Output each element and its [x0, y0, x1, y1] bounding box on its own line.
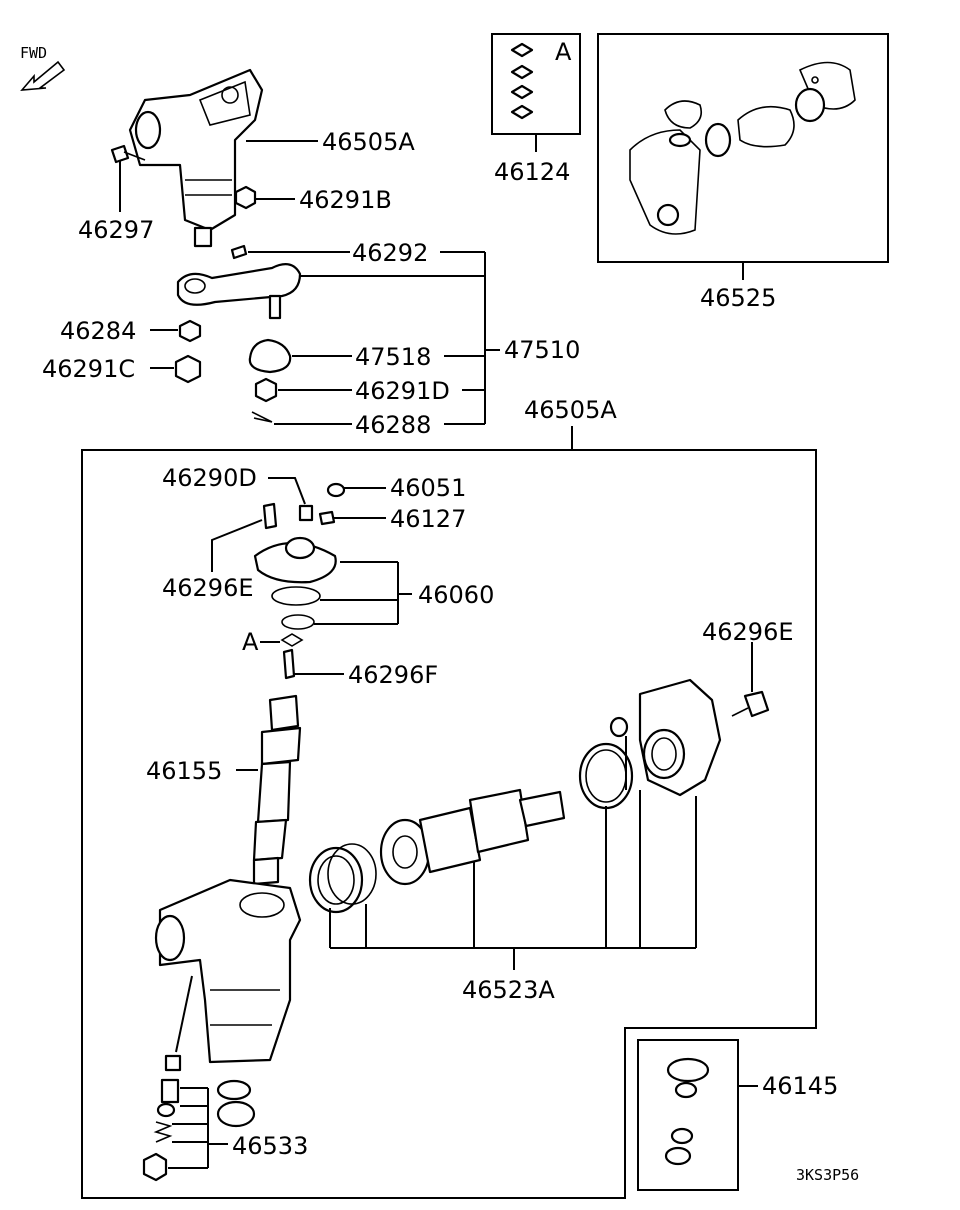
label-46291D: 46291D — [355, 377, 450, 405]
assembly-46505A-box — [81, 449, 817, 1199]
shims-46124-drawing — [510, 42, 534, 120]
label-46296F: 46296F — [348, 661, 438, 689]
label-46505A-box: 46505A — [524, 396, 617, 424]
gear-housing-lower-drawing — [154, 878, 302, 1064]
nut-46291C-drawing — [174, 354, 202, 384]
seal-kit-46145-drawing — [664, 1057, 710, 1166]
gasket-kit-46525-drawing — [629, 61, 856, 235]
bolt-46296E-right-drawing — [731, 690, 770, 718]
cover-46060-drawing — [253, 536, 337, 630]
label-47518: 47518 — [355, 343, 431, 371]
label-46060: 46060 — [418, 581, 494, 609]
fwd-label: FWD — [20, 44, 47, 62]
label-46296E-left: 46296E — [162, 574, 254, 602]
valve-housing-drawing — [638, 678, 722, 797]
nut-46291B-drawing — [234, 185, 257, 210]
pitman-arm-drawing — [176, 244, 302, 320]
washer-A-drawing — [280, 633, 304, 647]
label-46297: 46297 — [78, 216, 154, 244]
label-46127: 46127 — [390, 505, 466, 533]
boot-47518-drawing — [248, 338, 292, 374]
label-46296E-right: 46296E — [702, 618, 794, 646]
bolt-46296E-left-drawing — [262, 502, 278, 530]
plug-46290D-drawing — [298, 504, 314, 522]
bolt-46296F-drawing — [282, 648, 296, 680]
label-46291B: 46291B — [299, 186, 392, 214]
label-46155: 46155 — [146, 757, 222, 785]
label-46523A: 46523A — [462, 976, 555, 1004]
label-A: A — [242, 628, 259, 656]
kit-46145-box — [637, 1039, 739, 1191]
valve-parts-46533-drawing — [142, 1054, 256, 1182]
label-46525: 46525 — [700, 284, 776, 312]
cotter-pin-46288-drawing — [251, 411, 273, 423]
nut-46284-drawing — [178, 319, 202, 343]
sector-shaft-46155-drawing — [252, 694, 302, 886]
worm-assembly-46523A-drawing — [308, 716, 634, 914]
label-47510: 47510 — [504, 336, 580, 364]
label-46284: 46284 — [60, 317, 136, 345]
label-46124-A: A — [555, 38, 572, 66]
fwd-arrow-icon — [20, 60, 66, 91]
label-46290D: 46290D — [162, 464, 257, 492]
label-46288: 46288 — [355, 411, 431, 439]
kit-46525-box — [597, 33, 889, 263]
nipple-46127-drawing — [318, 510, 336, 526]
nut-46291D-drawing — [254, 377, 278, 403]
steering-gear-top-drawing — [110, 68, 264, 248]
label-46505A-top: 46505A — [322, 128, 415, 156]
diagram-code: 3KS3P56 — [796, 1166, 859, 1184]
label-46291C: 46291C — [42, 355, 135, 383]
label-46533: 46533 — [232, 1132, 308, 1160]
label-46292: 46292 — [352, 239, 428, 267]
label-46145: 46145 — [762, 1072, 838, 1100]
label-46124: 46124 — [494, 158, 570, 186]
washer-46051-drawing — [326, 482, 346, 498]
label-46051: 46051 — [390, 474, 466, 502]
